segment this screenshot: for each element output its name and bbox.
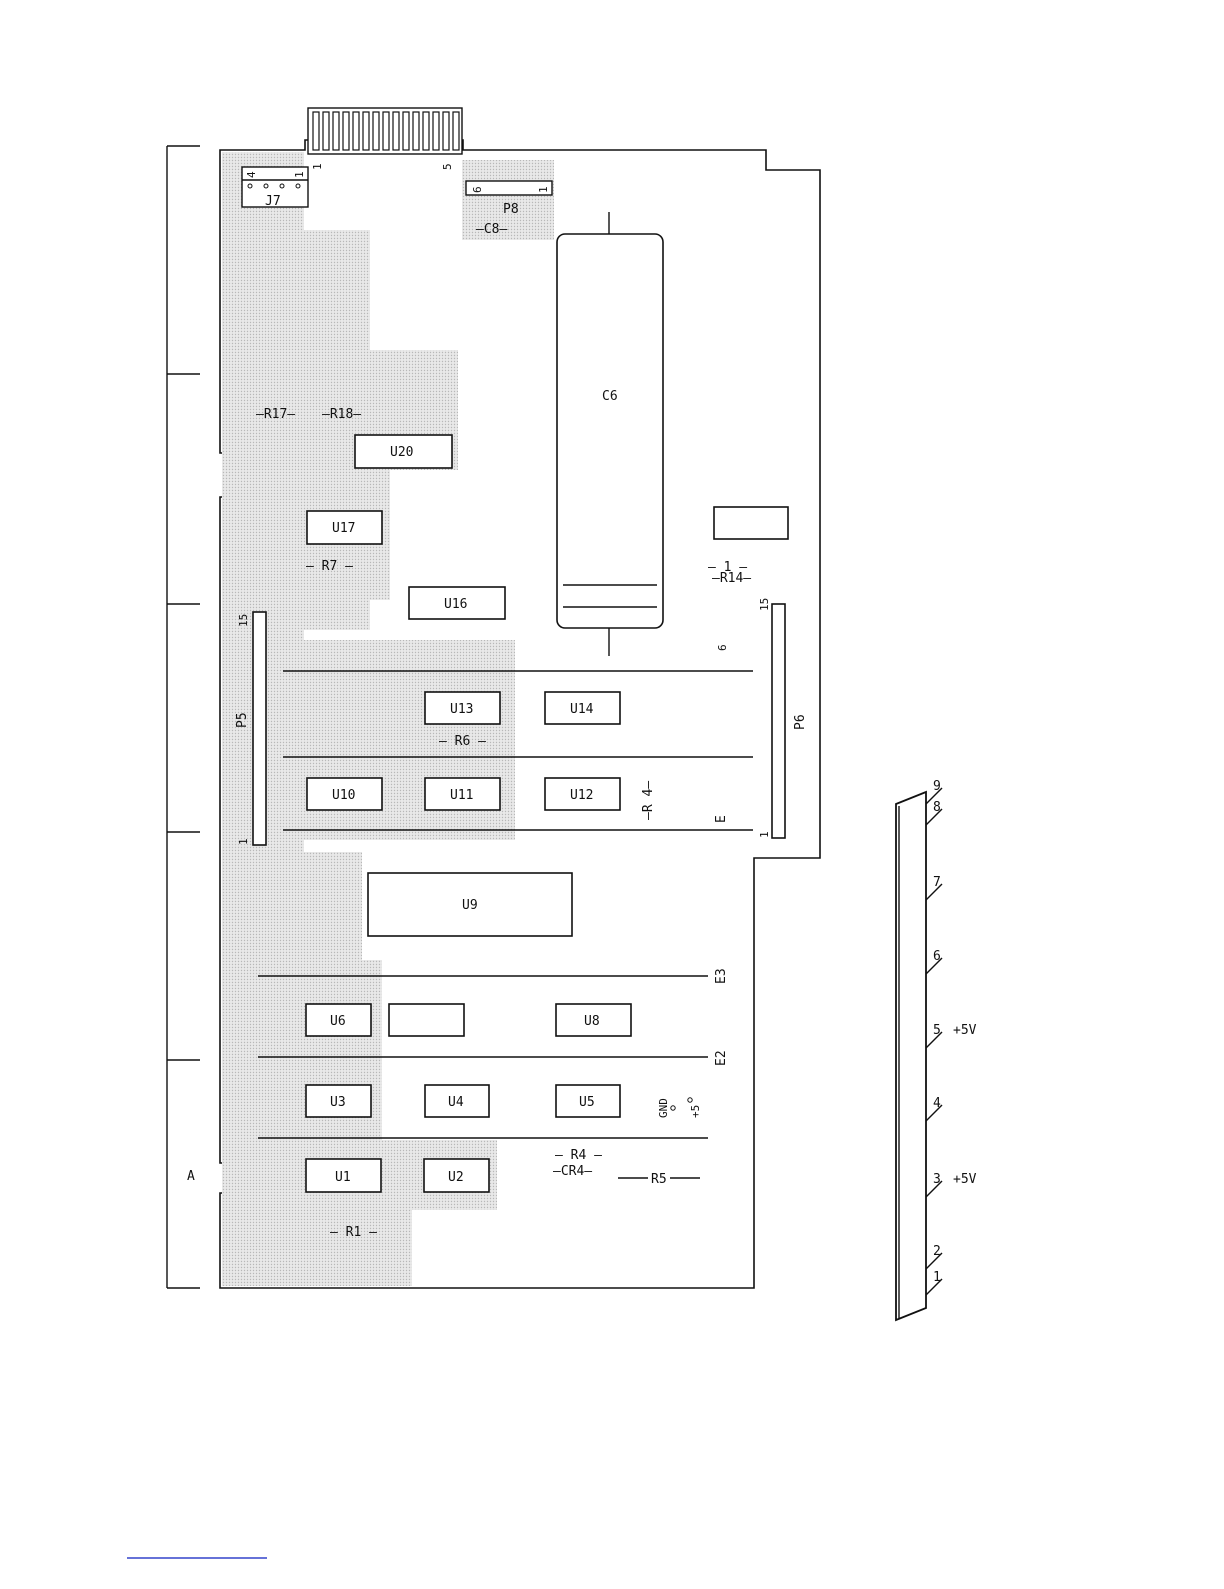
p5-pin15-label: 15: [237, 614, 250, 627]
strip-pin-label-7: 7: [933, 875, 941, 890]
side-label-a: A: [187, 1169, 195, 1184]
chip-unlabeled-u7: [389, 1004, 464, 1036]
u20-label: U20: [390, 445, 413, 460]
u11-label: U11: [450, 788, 473, 803]
edge-strip: [896, 792, 926, 1320]
r17-label: —R17—: [256, 407, 295, 422]
connector-p5: [253, 612, 266, 845]
row-e2-label: E2: [714, 1050, 729, 1066]
strip-pin-label-6: 6: [933, 949, 941, 964]
chip-unlabeled-right: [714, 507, 788, 539]
strip-pin-label-4: 4: [933, 1096, 941, 1111]
plus5-label: +5: [689, 1105, 702, 1118]
edge-pin1-label: 1: [311, 163, 324, 170]
capacitor-c6: [557, 212, 663, 656]
u5-label: U5: [579, 1095, 595, 1110]
p6-label: P6: [793, 714, 808, 730]
u17-label: U17: [332, 521, 355, 536]
p5-label: P5: [235, 712, 250, 728]
connector-p6: [772, 604, 785, 838]
u9-label: U9: [462, 898, 478, 913]
c6-label: C6: [602, 389, 618, 404]
left-bracket-ruler: [167, 146, 200, 1288]
pin3-voltage-label: +5V: [953, 1172, 977, 1187]
u12-label: U12: [570, 788, 593, 803]
strip-pin-label-8: 8: [933, 800, 941, 815]
u4-label: U4: [448, 1095, 464, 1110]
r5-label: R5: [651, 1172, 667, 1187]
u1-label: U1: [335, 1170, 351, 1185]
row-e3-label: E3: [714, 968, 729, 984]
u3-label: U3: [330, 1095, 346, 1110]
r6-label: — R6 —: [439, 734, 486, 749]
r7-label: — R7 —: [306, 559, 353, 574]
u13-label: U13: [450, 702, 473, 717]
p8-pin6-label: 6: [471, 186, 484, 193]
cr4-label: —CR4—: [553, 1164, 592, 1179]
strip-pin-label-2: 2: [933, 1244, 941, 1259]
u16-label: U16: [444, 597, 467, 612]
edge-pin5-label: 5: [441, 163, 454, 170]
pin5-voltage-label: +5V: [953, 1023, 977, 1038]
j7-pin1-label: 1: [293, 171, 306, 178]
r14-label: —R14—: [712, 571, 751, 586]
strip-pin-label-9: 9: [933, 779, 941, 794]
j7-pin4-label: 4: [245, 171, 258, 178]
p6-pin15-label: 15: [758, 598, 771, 611]
j7-label: J7: [265, 194, 281, 209]
edge-strip-pins: 9 8 7 6 5 4 3 2 1: [926, 779, 942, 1295]
u10-label: U10: [332, 788, 355, 803]
strip-pin-label-3: 3: [933, 1172, 941, 1187]
row-e-label: E: [714, 815, 729, 823]
row-6-label: 6: [716, 644, 729, 651]
gnd-label: GND: [657, 1098, 670, 1118]
p6-pin1-label: 1: [758, 831, 771, 838]
r4-label: — R4 —: [555, 1148, 602, 1163]
u8-label: U8: [584, 1014, 600, 1029]
card-edge-connector: [308, 108, 462, 154]
u14-label: U14: [570, 702, 594, 717]
r18-label: —R18—: [322, 407, 361, 422]
strip-pin-label-5: 5: [933, 1023, 941, 1038]
c8-label: —C8—: [476, 222, 507, 237]
r-4-label: —R 4—: [641, 781, 656, 820]
p8-label: P8: [503, 202, 519, 217]
p5-pin1-label: 1: [237, 838, 250, 845]
u2-label: U2: [448, 1170, 464, 1185]
p8-pin1-label: 1: [537, 186, 550, 193]
u6-label: U6: [330, 1014, 346, 1029]
r1-label: — R1 —: [330, 1225, 377, 1240]
strip-pin-label-1: 1: [933, 1270, 941, 1285]
